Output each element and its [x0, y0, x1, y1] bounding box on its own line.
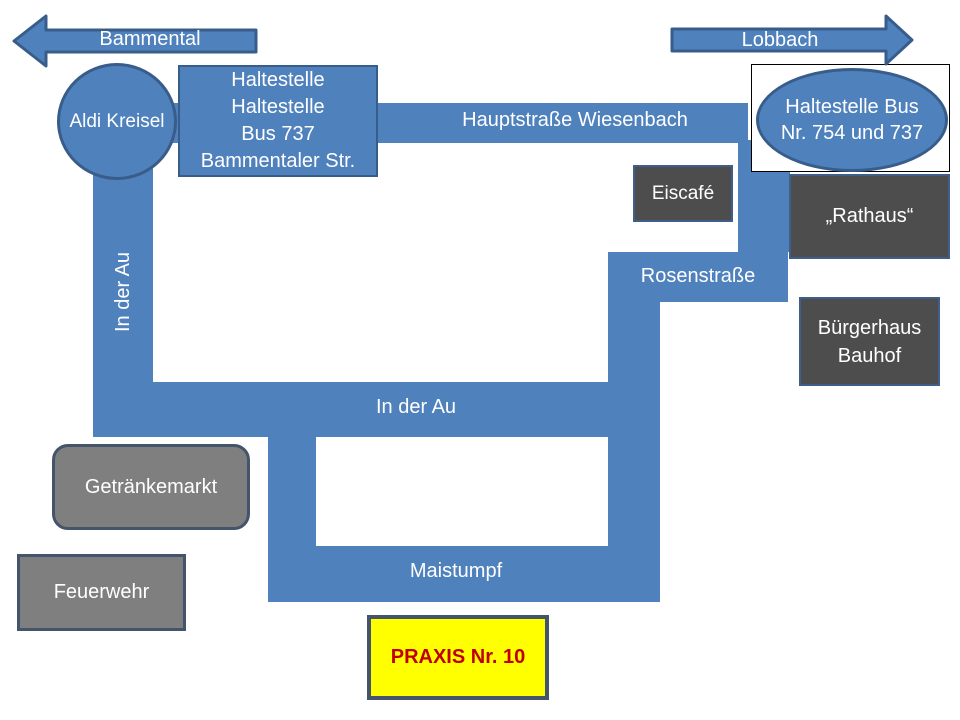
feuerwehr-box: Feuerwehr: [17, 554, 186, 631]
eiscafe-box: Eiscafé: [633, 165, 733, 222]
buergerhaus-line1: Bürgerhaus: [817, 316, 922, 339]
eiscafe-label: Eiscafé: [651, 182, 715, 204]
bus-stop-737-line3: Bus 737: [241, 123, 315, 145]
aldi-kreisel-label: Aldi Kreisel: [69, 110, 165, 132]
arrow-left-label: Bammental: [99, 28, 201, 50]
street-label-in-der-au-horizontal: In der Au: [375, 396, 457, 418]
bus-stop-737-line2: Haltestelle: [231, 96, 325, 118]
road-in-der-au-horizontal: [93, 382, 660, 437]
getraenkemarkt-label: Getränkemarkt: [84, 475, 218, 498]
road-maistumpf: [268, 546, 660, 602]
road-rosenstrasse: [608, 252, 788, 302]
street-label-maistumpf: Maistumpf: [409, 560, 503, 582]
praxis-destination-box: PRAXIS Nr. 10: [367, 615, 549, 700]
arrow-right-label: Lobbach: [741, 29, 819, 51]
bus-stop-737-line4: Bammentaler Str.: [200, 150, 356, 172]
road-in-der-au-vertical: [93, 158, 153, 437]
rathaus-label: „Rathaus“: [825, 205, 914, 227]
bus-stop-737-line1: Haltestelle: [231, 69, 325, 91]
feuerwehr-label: Feuerwehr: [53, 581, 150, 603]
getraenkemarkt-box: Getränkemarkt: [52, 444, 250, 530]
street-label-rosenstrasse: Rosenstraße: [640, 265, 756, 287]
arrow-left-icon: [12, 14, 258, 68]
bus-stop-754-ellipse: Haltestelle Bus Nr. 754 und 737: [756, 68, 948, 172]
buergerhaus-bauhof-box: Bürgerhaus Bauhof: [799, 297, 940, 386]
rathaus-box: „Rathaus“: [789, 174, 950, 259]
buergerhaus-line2: Bauhof: [837, 344, 902, 367]
street-label-in-der-au-vertical: In der Au: [112, 251, 134, 333]
praxis-label: PRAXIS Nr. 10: [390, 646, 526, 668]
bus-stop-754-line1: Haltestelle Bus: [785, 96, 919, 118]
bus-stop-737-box: Haltestelle Haltestelle Bus 737 Bammenta…: [178, 65, 378, 177]
arrow-right-icon: [670, 14, 914, 66]
aldi-kreisel-roundabout: Aldi Kreisel: [57, 63, 177, 180]
street-label-hauptstrasse: Hauptstraße Wiesenbach: [462, 109, 688, 131]
bus-stop-754-line2: Nr. 754 und 737: [780, 122, 924, 144]
